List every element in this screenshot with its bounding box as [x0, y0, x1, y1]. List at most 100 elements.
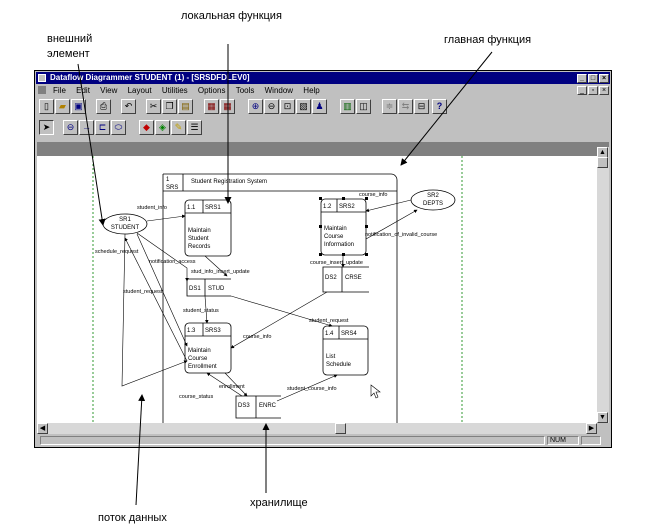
cut-icon[interactable]: ✂	[146, 99, 161, 114]
zoom-fit-icon[interactable]: ⊡	[280, 99, 295, 114]
store-tool-icon[interactable]: ⊏	[95, 120, 110, 135]
import-icon[interactable]: ▦	[204, 99, 219, 114]
flow-line[interactable]	[230, 291, 328, 349]
maximize-button[interactable]: □	[588, 74, 598, 83]
process-code: SRS1	[205, 205, 221, 211]
status-bar: NUM	[37, 435, 609, 446]
zoom-page-icon[interactable]: ▧	[296, 99, 311, 114]
save-icon[interactable]: ▣	[71, 99, 86, 114]
menu-utilities[interactable]: Utilities	[161, 86, 188, 95]
fill-icon[interactable]: ◈	[155, 120, 170, 135]
diagram-canvas[interactable]: 1 SRS Student Registration System SR1 ST…	[37, 156, 597, 423]
scroll-thumb[interactable]	[597, 157, 608, 168]
new-file-icon[interactable]: ▯	[39, 99, 54, 114]
process-srs3[interactable]: 1.3 SRS3 Maintain Course Enrollment	[184, 322, 232, 374]
parent-icon[interactable]: ◫	[356, 99, 371, 114]
flow-line[interactable]	[124, 237, 188, 362]
external-entity-sr1[interactable]: SR1 STUDENT	[102, 213, 148, 235]
menu-tools[interactable]: Tools	[235, 86, 255, 95]
close-button[interactable]: ×	[599, 74, 609, 83]
store-id: DS3	[238, 403, 250, 409]
minimize-button[interactable]: _	[577, 74, 587, 83]
flow-line[interactable]	[136, 232, 189, 282]
external-tool-icon[interactable]: ⬭	[111, 120, 126, 135]
link-icon[interactable]: ⇆	[398, 99, 413, 114]
flow-line[interactable]	[365, 199, 412, 213]
main-function-box[interactable]: 1 SRS Student Registration System	[162, 173, 398, 423]
process-number: 1.1	[187, 205, 196, 211]
report-icon[interactable]: ⊟	[414, 99, 429, 114]
export-icon[interactable]: ▦	[220, 99, 235, 114]
hscroll-thumb[interactable]	[335, 423, 346, 434]
process-number: 1.3	[187, 328, 196, 334]
scroll-right-button[interactable]: ▶	[586, 423, 597, 434]
select-arrow-icon[interactable]: ➤	[39, 120, 54, 135]
process-srs4[interactable]: 1.4 SRS4 List Schedule	[322, 325, 369, 376]
flow-line[interactable]	[136, 233, 188, 347]
paste-icon[interactable]: ▤	[178, 99, 193, 114]
menu-window[interactable]: Window	[264, 86, 294, 95]
color-icon[interactable]: ◆	[139, 120, 154, 135]
annotation-main-function: главная функция	[444, 34, 532, 46]
zoom-out-icon[interactable]: ⊖	[264, 99, 279, 114]
print-icon[interactable]: ⎙	[96, 99, 111, 114]
main-function-code: SRS	[166, 185, 178, 191]
properties-icon[interactable]: ♟	[312, 99, 327, 114]
flow-line[interactable]	[204, 295, 209, 324]
doc-restore-button[interactable]: ▫	[588, 86, 598, 95]
horizontal-scrollbar[interactable]: ◀ ▶	[37, 423, 597, 434]
flow-line[interactable]	[206, 372, 243, 397]
scroll-left-button[interactable]: ◀	[37, 423, 48, 434]
flow-label: student_info	[137, 205, 167, 211]
doc-close-button[interactable]: ×	[599, 86, 609, 95]
align-icon[interactable]: ≑	[382, 99, 397, 114]
process-srs2[interactable]: 1.2 SRS2 Maintain Course Information	[319, 197, 368, 256]
menu-edit[interactable]: Edit	[76, 86, 90, 95]
process-text-line: Course	[188, 356, 208, 362]
app-icon[interactable]	[38, 74, 46, 82]
ruler-bar	[37, 142, 609, 156]
line-color-icon[interactable]: ✎	[171, 120, 186, 135]
flow-label: course_insert_update	[310, 260, 363, 266]
document-icon[interactable]	[38, 86, 46, 94]
flow-line[interactable]	[121, 233, 188, 387]
flow-tool-icon[interactable]: →	[79, 120, 94, 135]
num-lock-indicator: NUM	[547, 436, 579, 445]
text-style-icon[interactable]: ☰	[187, 120, 202, 135]
title-bar[interactable]: Dataflow Diagrammer STUDENT (1) - [SRSDF…	[36, 72, 610, 84]
help-icon[interactable]: ?	[432, 99, 447, 114]
flow-line[interactable]	[146, 214, 186, 222]
doc-minimize-button[interactable]: _	[577, 86, 587, 95]
menu-file[interactable]: File	[53, 86, 66, 95]
data-store-ds3[interactable]: DS3 ENRC	[235, 395, 281, 419]
copy-icon[interactable]: ❐	[162, 99, 177, 114]
selection-handles[interactable]	[319, 197, 368, 256]
process-srs1[interactable]: 1.1 SRS1 Maintain Student Records	[184, 199, 232, 257]
open-folder-icon[interactable]: ▰	[55, 99, 70, 114]
data-store-ds2[interactable]: DS2 CRSE	[322, 266, 369, 293]
dataflow-diagram: 1 SRS Student Registration System SR1 ST…	[92, 156, 463, 423]
flow-line[interactable]	[230, 295, 333, 327]
flow-line[interactable]	[224, 372, 248, 397]
menu-layout[interactable]: Layout	[127, 86, 152, 95]
annotation-data-store: хранилище	[250, 497, 308, 509]
scroll-down-button[interactable]: ▼	[597, 412, 608, 423]
vertical-scrollbar[interactable]: ▲ ▼	[597, 147, 609, 423]
external-entity-sr2[interactable]: SR2 DEPTS	[410, 189, 456, 211]
flow-line[interactable]	[365, 209, 418, 240]
flow-line[interactable]	[204, 255, 228, 277]
process-tool-icon[interactable]: ⊖	[63, 120, 78, 135]
process-text-line: List	[326, 354, 336, 360]
process-text-line: Course	[324, 234, 344, 240]
flow-label: course_status	[179, 394, 213, 400]
menu-help[interactable]: Help	[303, 86, 320, 95]
undo-icon[interactable]: ↶	[121, 99, 136, 114]
menu-options[interactable]: Options	[197, 86, 226, 95]
menu-view[interactable]: View	[100, 86, 118, 95]
flow-label: stud_info_insert_update	[191, 269, 250, 275]
data-store-ds1[interactable]: DS1 STUD	[186, 278, 231, 297]
store-name: ENRC	[259, 403, 277, 409]
decompose-icon[interactable]: ▥	[340, 99, 355, 114]
flow-line[interactable]	[276, 374, 338, 402]
zoom-in-icon[interactable]: ⊕	[248, 99, 263, 114]
